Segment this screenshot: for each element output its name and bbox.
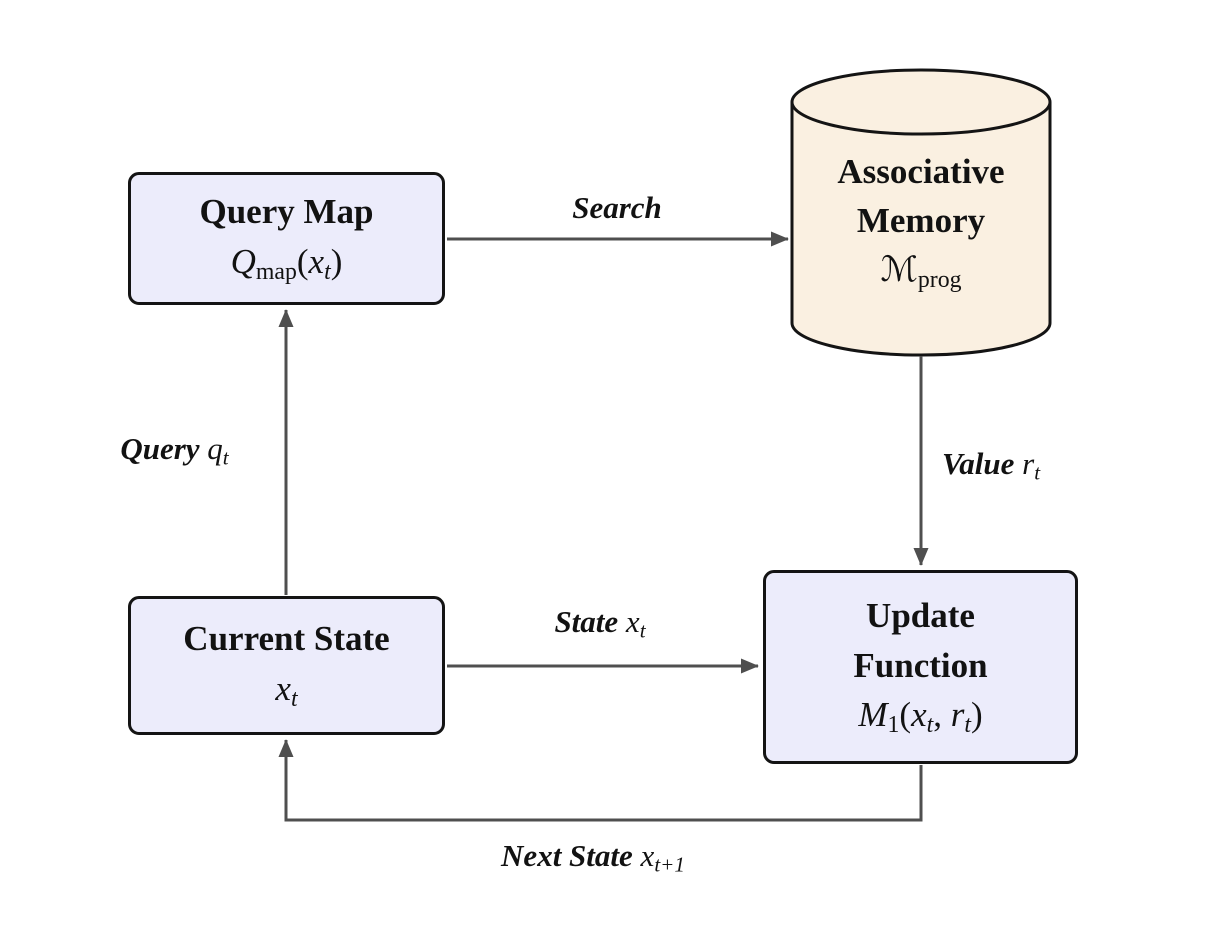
update-function-title-line1: Update bbox=[866, 595, 975, 635]
cylinder-top bbox=[790, 68, 1052, 136]
edge-label-next-state: Next State xt+1 bbox=[501, 838, 685, 877]
node-current-state: Current State xt bbox=[128, 596, 445, 735]
next-state-arrow bbox=[278, 739, 923, 822]
edge-label-value: Value rt bbox=[942, 446, 1041, 485]
memory-formula: ℳprog bbox=[880, 250, 962, 293]
node-update-function: Update Function M1(xt, rt) bbox=[763, 570, 1078, 764]
current-state-formula: xt bbox=[275, 668, 298, 712]
update-function-title-line2: Function bbox=[853, 645, 988, 685]
edge-label-query: Query qt bbox=[120, 431, 229, 470]
update-function-formula: M1(xt, rt) bbox=[858, 695, 983, 739]
associative-memory-text: Associative Memory ℳprog bbox=[792, 147, 1050, 297]
edge-label-state: State xt bbox=[554, 604, 646, 643]
memory-title-line1: Associative bbox=[837, 152, 1005, 191]
edge-label-search: Search bbox=[572, 190, 662, 225]
current-state-title: Current State bbox=[183, 619, 390, 659]
associative-memory-cylinder bbox=[790, 68, 1052, 357]
memory-title-line2: Memory bbox=[856, 201, 986, 240]
query-map-title: Query Map bbox=[199, 192, 374, 232]
query-map-formula: Qmap(xt) bbox=[230, 241, 343, 285]
cylinder-body bbox=[790, 102, 1052, 357]
node-query-map: Query Map Qmap(xt) bbox=[128, 172, 445, 305]
